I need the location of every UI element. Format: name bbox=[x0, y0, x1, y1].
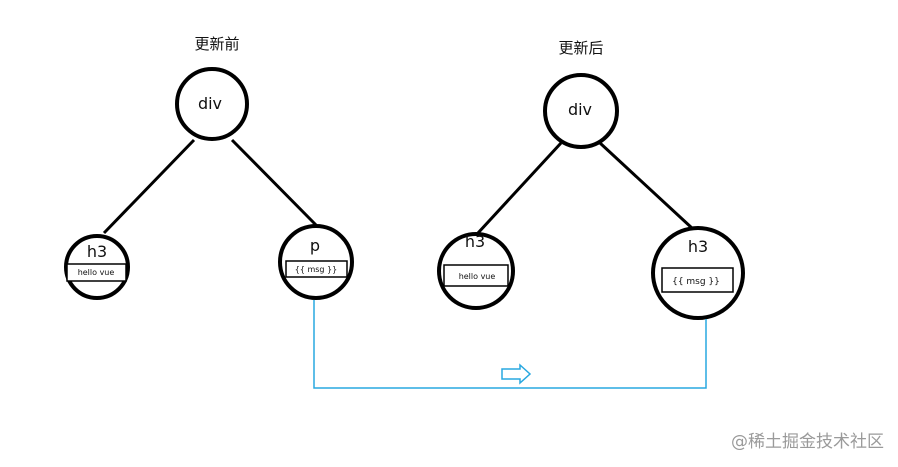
edge-after-root-left bbox=[476, 141, 563, 235]
title-after: 更新后 bbox=[558, 39, 603, 57]
title-before: 更新前 bbox=[194, 35, 239, 53]
node-before-right-content: {{ msg }} bbox=[295, 265, 337, 274]
right-arrow-icon bbox=[501, 363, 532, 385]
node-before-left-content-box bbox=[66, 263, 127, 282]
node-before-right-content-box bbox=[285, 260, 348, 278]
watermark: @稀土掘金技术社区 bbox=[731, 432, 884, 452]
edge-after-root-right bbox=[598, 141, 695, 231]
update-connector bbox=[313, 300, 707, 389]
node-before-root: div bbox=[175, 67, 249, 141]
node-after-right-content: {{ msg }} bbox=[672, 277, 720, 287]
node-after-right-content-box bbox=[661, 267, 734, 293]
node-after-right: h3 {{ msg }} bbox=[651, 226, 745, 320]
node-after-left-label: h3 bbox=[465, 232, 485, 251]
node-after-left: h3 hello vue bbox=[437, 232, 515, 310]
node-after-right-label: h3 bbox=[688, 237, 708, 256]
node-after-left-content-box bbox=[443, 264, 509, 287]
node-after-left-content: hello vue bbox=[459, 272, 496, 281]
edge-before-root-left bbox=[102, 138, 196, 235]
node-before-right-label: p bbox=[310, 236, 320, 255]
node-before-left: h3 hello vue bbox=[64, 234, 130, 300]
node-before-right: p {{ msg }} bbox=[278, 224, 354, 300]
node-after-root-label: div bbox=[568, 100, 592, 119]
node-before-left-label: h3 bbox=[87, 242, 107, 261]
node-after-root: div bbox=[543, 73, 619, 149]
node-before-root-label: div bbox=[198, 94, 222, 113]
edge-before-root-right bbox=[230, 138, 318, 227]
node-before-left-content: hello vue bbox=[78, 268, 115, 277]
